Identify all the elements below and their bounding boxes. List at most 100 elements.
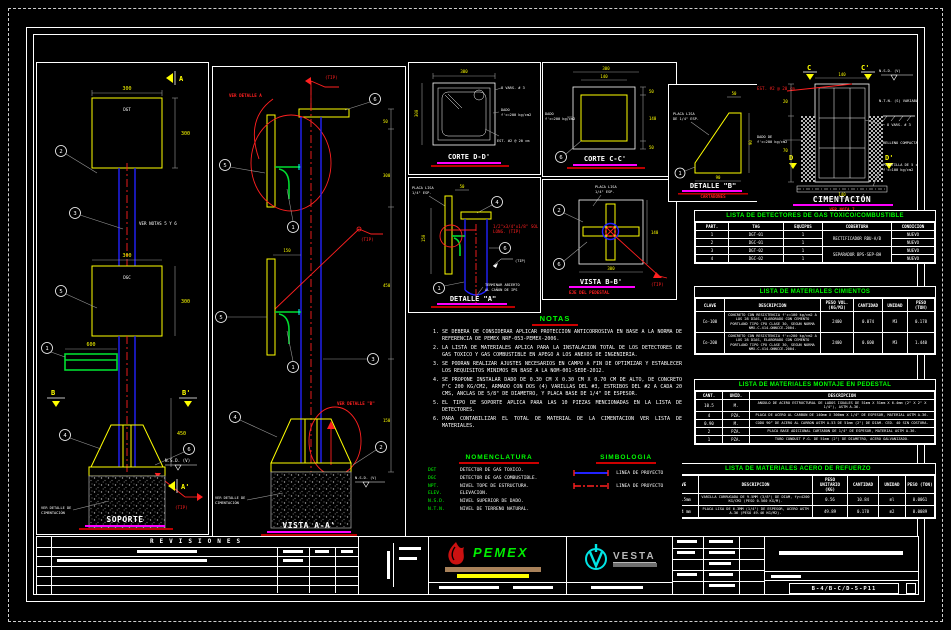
dim-label: 300 xyxy=(602,66,610,71)
balloon: 5 xyxy=(223,163,226,169)
balloon: 6 xyxy=(373,97,376,103)
table-pedestal: LISTA DE MATERIALES MONTAJE EN PEDESTAL … xyxy=(694,379,936,445)
dim-label: 140 xyxy=(600,74,608,79)
note-item: SE PROPONE INSTALAR DADO DE 0.30 CM X 0.… xyxy=(442,377,682,398)
cell: 10.5 xyxy=(695,399,723,412)
dim-label: 450 xyxy=(383,283,391,288)
cell: SEPARADOR BPS-SEP-BH xyxy=(822,246,892,263)
note-item: SE PODRAN REALIZAR AJUSTES NECESARIOS EN… xyxy=(442,361,682,375)
plantilla-label: PLANTILLA DE 5 cm xyxy=(883,163,917,167)
legend-label: LINEA DE PROYECTO xyxy=(616,483,664,489)
cell: 0.600 xyxy=(853,331,883,354)
abbr: DGC xyxy=(428,475,437,481)
cell: DGC-02 xyxy=(728,254,784,263)
abbr: NPT. xyxy=(428,483,440,489)
cell: M3 xyxy=(882,311,908,333)
cell: ANGULO DE ACERO ESTRUCTURAL DE LADOS IGU… xyxy=(749,399,935,412)
vesta-box: VESTA xyxy=(566,536,674,595)
simbologia: SIMBOLOGIA LINEA DE PROYECTO LINEA DE PR… xyxy=(570,454,682,533)
section-flag-a: A xyxy=(179,75,184,83)
dim-label: 50 xyxy=(649,145,654,150)
note-item: LA LISTA DE MATERIALES APLICA PARA LA IN… xyxy=(442,345,682,359)
view-corte-dd: 300 300 8 VARS. # 3 DADO f'c=200 kg/cm2 … xyxy=(408,62,541,175)
col-header: CANTIDAD xyxy=(853,298,883,312)
cell: DGC-01 xyxy=(728,238,784,247)
col-header: UNIDAD xyxy=(882,298,908,312)
col-header: PESO (TON) xyxy=(907,298,935,312)
dim-label: 50 xyxy=(460,184,465,189)
dim-label: 300 xyxy=(122,253,131,259)
balloon: 1 xyxy=(291,225,294,231)
cell: CODO 90° DE ACERO AL CARBON ASTM A-53 DE… xyxy=(749,418,935,428)
dim-label: 300 xyxy=(181,131,190,137)
dim-label: 300 xyxy=(383,173,391,178)
plate-label: PLACA LISA xyxy=(412,186,434,190)
cell: 1 xyxy=(695,434,723,444)
abbr: N.T.N. xyxy=(428,506,445,512)
balloon: 4 xyxy=(495,200,499,206)
dado-label: DADO DE xyxy=(757,135,772,139)
cell: NUEVO xyxy=(891,230,935,239)
cell: PLACA LISA DE 6.3MM (1/4") DE ESPESOR, A… xyxy=(698,504,813,518)
dim-label: 50 xyxy=(649,89,654,94)
dim-label: 70 xyxy=(783,148,788,153)
see-detail-b-label: VER DETALLE "B" xyxy=(337,401,375,406)
svg-text:DE 1/4" ESP.: DE 1/4" ESP. xyxy=(673,117,699,121)
note-item: PARA CONTABILIZAR EL TOTAL DE MATERIAL D… xyxy=(442,416,682,430)
dim-label: 150 xyxy=(383,418,391,423)
vista-aa-drawing: VER DETALLE A (TIP) 6 5 1 (TIP xyxy=(215,75,394,536)
table-detectores: LISTA DE DETECTORES DE GAS TOXICO/COMBUS… xyxy=(694,210,936,264)
dim-label: 600 xyxy=(86,342,95,348)
section-flag-c2: C' xyxy=(861,64,869,72)
revisions-title: REVISIONES xyxy=(149,538,247,545)
revisions-table: REVISIONES xyxy=(36,536,360,595)
cell: 1 xyxy=(783,246,823,255)
cell: PLACA DE ACERO AL CARBON DE 140mm X 300m… xyxy=(749,410,935,420)
cell: 2 xyxy=(695,426,723,436)
see-foundation-label: VER DETALLE DE xyxy=(41,506,71,510)
notes-section: NOTAS SE DEBERA DE CONSIDERAR APLICAR PR… xyxy=(428,314,682,452)
cell: 1 xyxy=(695,230,729,239)
drawing-number: B-4/B-C/D-5-P11 xyxy=(811,585,877,592)
note-item: EL TIPO DE SOPORTE APLICA PARA LAS 10 PI… xyxy=(442,400,682,414)
table-title: LISTA DE DETECTORES DE GAS TOXICO/COMBUS… xyxy=(695,211,935,222)
cell: Co-200 xyxy=(695,331,725,354)
view-vista-aa: VER DETALLE A (TIP) 6 5 1 (TIP xyxy=(212,66,406,541)
see-foundation-label: VER DETALLE DE xyxy=(215,496,245,500)
see-detail-a-label: VER DETALLE A xyxy=(229,93,262,98)
detector-tag-dgt: DGT xyxy=(123,107,131,112)
tip-label: (TIP) xyxy=(325,75,338,80)
dim-label: 50 xyxy=(383,119,388,124)
cell: DGT-01 xyxy=(728,230,784,239)
balloon: 1 xyxy=(291,365,294,371)
abbr-desc: NIVEL SUPERIOR DE DADO. xyxy=(460,499,524,505)
simbologia-title: SIMBOLOGIA xyxy=(600,454,653,461)
dim-label: 140 xyxy=(838,72,846,77)
col-header: TAG xyxy=(728,222,784,231)
cell: M3 xyxy=(882,331,908,354)
notes-underline xyxy=(532,324,578,326)
svg-text:CIMENTACIÓN: CIMENTACIÓN xyxy=(41,510,65,515)
dim-label: 140 xyxy=(649,116,657,121)
table-cimientos: LISTA DE MATERIALES CIMIENTOS CLAVE DESC… xyxy=(694,286,936,355)
col-header: UNIDAD xyxy=(878,475,906,494)
balloon: 6 xyxy=(559,155,562,161)
cell: 49.89 xyxy=(812,504,848,518)
balloon: 4 xyxy=(233,415,237,421)
abbr-desc: DETECTOR DE GAS TOXICO. xyxy=(460,468,524,473)
balloon: 4 xyxy=(63,433,67,439)
legend-label: LINEA DE PROYECTO xyxy=(616,470,664,476)
level-label-nsd: N.S.D. (V) xyxy=(355,476,377,480)
view-title: DETALLE "A" xyxy=(450,295,496,303)
abbr: DGT xyxy=(428,468,437,473)
pipe-end-note: TERMINAR ABIERTO xyxy=(485,283,520,287)
cell: 0.178 xyxy=(847,504,879,518)
abbr-desc: ELEVACION. xyxy=(460,491,488,497)
dim-label: 50 xyxy=(732,91,737,96)
plate-label: PLACA LISA xyxy=(595,185,617,189)
view-detalle-a: PLACA LISA 1/4" ESP. 50 4 1/2"x3/4"x1/8"… xyxy=(408,177,541,313)
balloon: 6 xyxy=(557,262,560,268)
dim-label: 90 xyxy=(748,140,753,145)
legend-item: LINEA DE PROYECTO xyxy=(570,482,682,490)
note-item: SE DEBERA DE CONSIDERAR APLICAR PROTECCI… xyxy=(442,329,682,343)
